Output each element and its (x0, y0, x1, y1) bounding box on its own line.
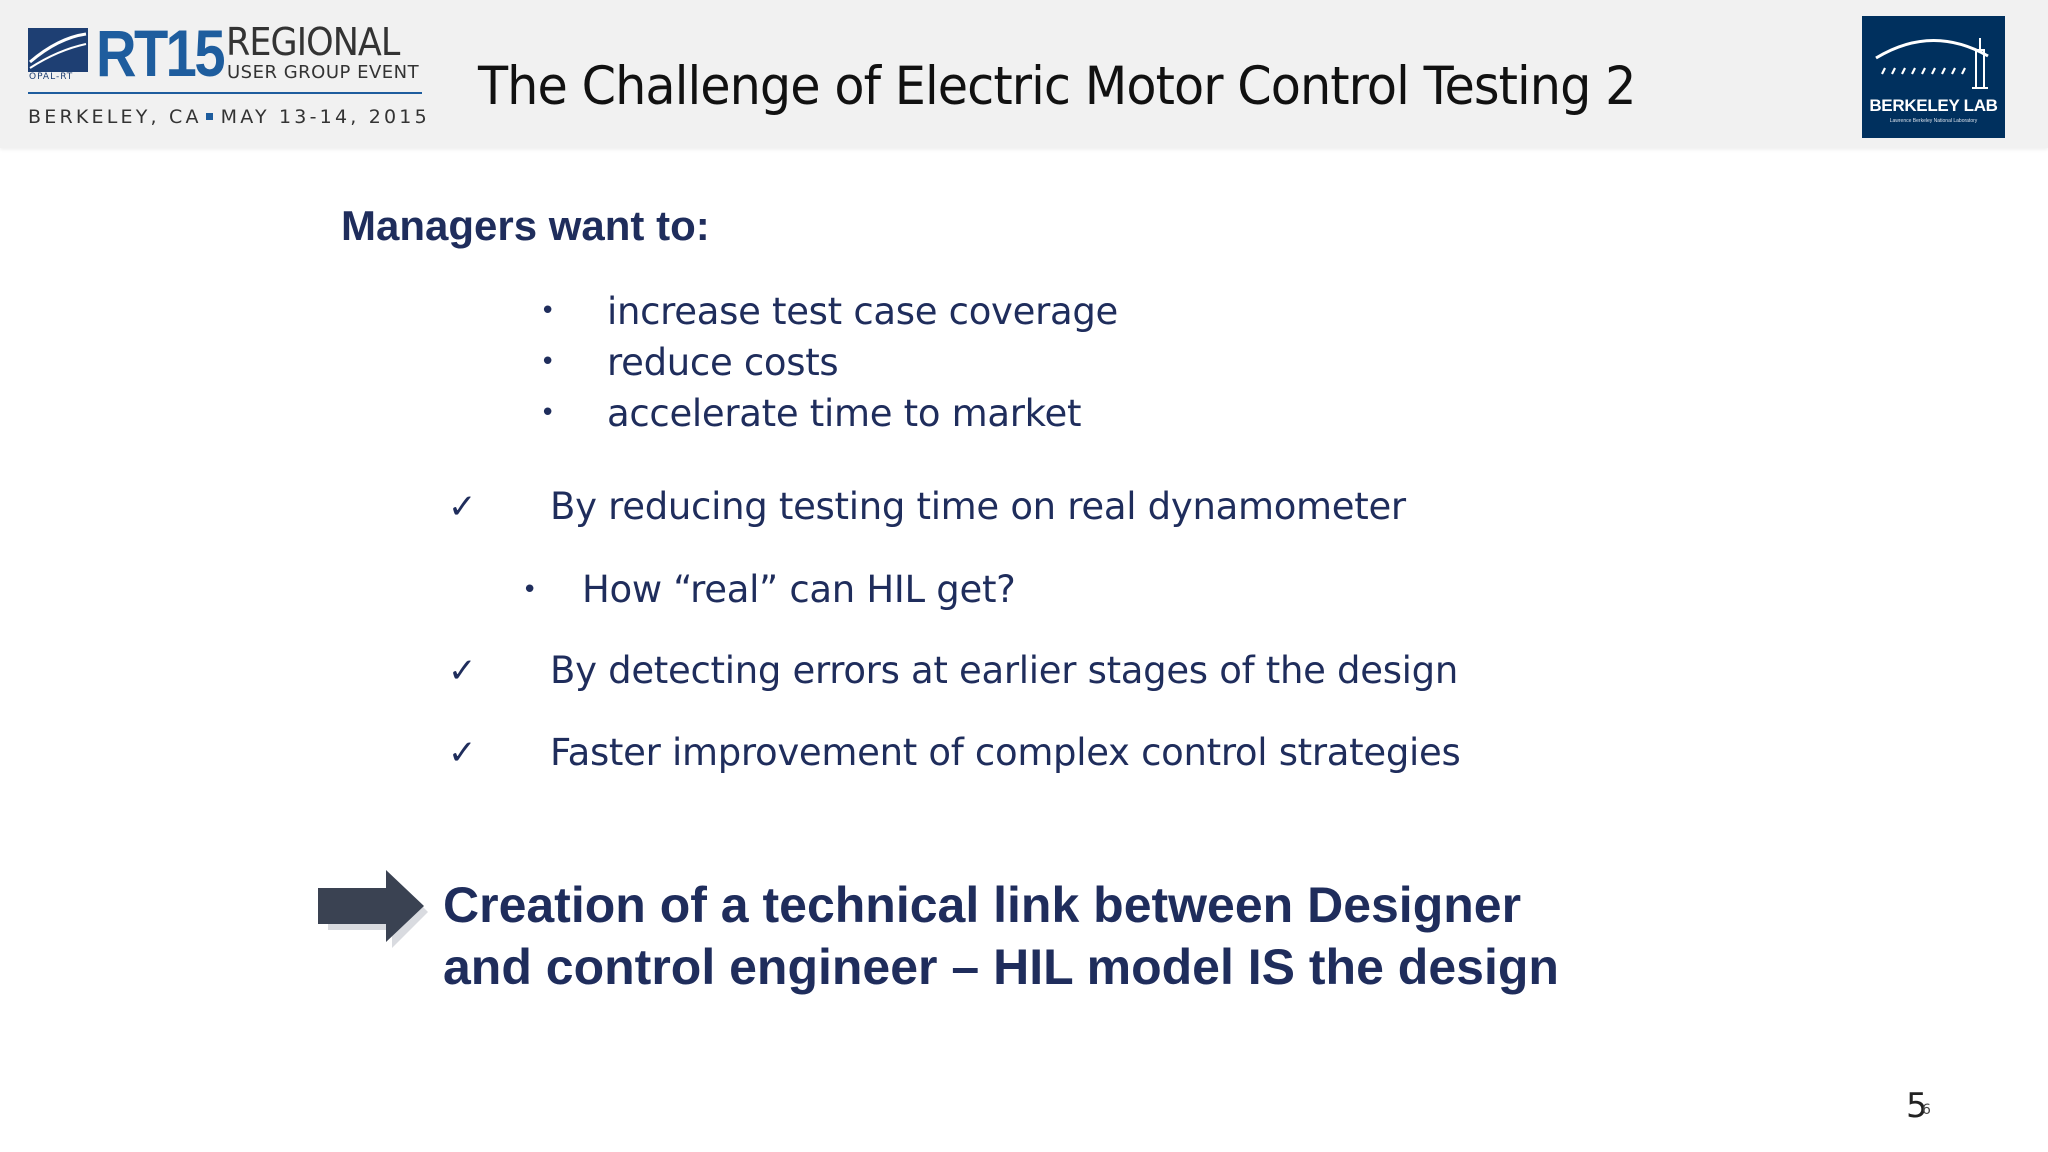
conclusion-line-2: and control engineer – HIL model IS the … (443, 939, 1559, 995)
conclusion-statement: Creation of a technical link between Des… (443, 874, 1559, 998)
event-regional-label: REGIONAL (226, 20, 400, 64)
bullet-icon: • (540, 347, 556, 377)
list-item-text: accelerate time to market (607, 392, 1082, 435)
checkmark-icon: ✓ (448, 733, 477, 773)
checkmark-icon: ✓ (448, 487, 477, 527)
event-brand: RT15 (96, 16, 226, 90)
separator-square-icon (205, 112, 213, 120)
page-number: 5 (1906, 1086, 1928, 1126)
event-dates: MAY 13-14, 2015 (220, 106, 430, 128)
slide-header: OPAL-RT RT15 REGIONAL USER GROUP EVENT B… (0, 0, 2048, 148)
opal-rt-mark-icon (28, 28, 88, 72)
sub-bullet-text: How “real” can HIL get? (582, 568, 1016, 611)
company-name: OPAL-RT (29, 72, 74, 82)
slide-title: The Challenge of Electric Motor Control … (478, 56, 1637, 117)
right-arrow-icon (318, 870, 428, 948)
berkeley-building-icon (1875, 38, 1989, 89)
berkeley-lab-logo: BERKELEY LAB Lawrence Berkeley National … (1862, 16, 2005, 138)
check-item-text: Faster improvement of complex control st… (550, 731, 1461, 774)
check-item-text: By detecting errors at earlier stages of… (550, 649, 1458, 692)
rt15-event-logo: OPAL-RT RT15 REGIONAL USER GROUP EVENT B… (28, 16, 427, 132)
checkmark-icon: ✓ (448, 651, 477, 691)
section-heading: Managers want to: (341, 202, 710, 249)
berkeley-lab-subtitle: Lawrence Berkeley National Laboratory (1889, 118, 1978, 124)
bullet-icon: • (522, 575, 538, 605)
event-subtitle: USER GROUP EVENT (227, 62, 420, 83)
list-item-text: increase test case coverage (607, 290, 1119, 333)
conclusion-line-1: Creation of a technical link between Des… (443, 877, 1522, 933)
event-location-dates: BERKELEY, CA MAY 13-14, 2015 (28, 106, 430, 128)
check-item-text: By reducing testing time on real dynamom… (550, 485, 1406, 528)
berkeley-lab-name: BERKELEY LAB (1869, 96, 1998, 115)
event-location: BERKELEY, CA (28, 106, 202, 128)
list-item-text: reduce costs (607, 341, 839, 384)
bullet-icon: • (540, 296, 556, 326)
bullet-icon: • (540, 398, 556, 428)
page-number-overlay: 6 (1922, 1102, 1931, 1118)
logo-divider (28, 92, 422, 94)
